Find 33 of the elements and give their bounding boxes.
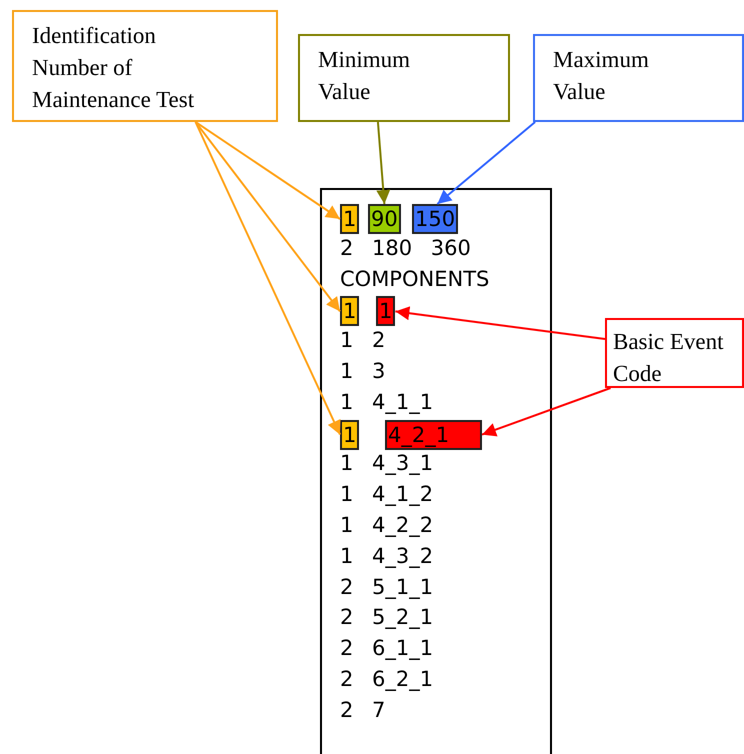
- arrow: [482, 387, 611, 436]
- listing-line: 1 4_2_2: [340, 512, 434, 538]
- listing-line: 2 5_2_1: [340, 604, 434, 630]
- highlighted-value: 1: [376, 296, 396, 326]
- arrow: [194, 121, 341, 220]
- arrow: [376, 122, 390, 204]
- arrow: [194, 122, 341, 436]
- listing-line: 1 4_1_1: [340, 388, 434, 415]
- listing-line: 2 6_1_1: [340, 635, 434, 662]
- highlighted-value: 150: [412, 204, 458, 234]
- listing-line: 2 180 360: [340, 234, 471, 261]
- highlighted-value: 90: [368, 204, 401, 234]
- highlighted-value: 1: [340, 296, 360, 326]
- listing-line: 2 6_2_1: [340, 666, 434, 692]
- listing-line: 2 7: [340, 696, 386, 723]
- callout-label: Maximum Value: [533, 34, 744, 122]
- callout-label: Basic Event Code: [605, 318, 744, 388]
- callout-label: Identification Number of Maintenance Test: [12, 10, 278, 122]
- arrow: [194, 121, 341, 312]
- arrow: [395, 306, 606, 340]
- callout-label: Minimum Value: [298, 34, 510, 122]
- highlighted-value: 1: [340, 204, 360, 234]
- arrow: [436, 121, 536, 205]
- highlighted-value: 4_2_1: [385, 420, 482, 450]
- file-listing-panel: [320, 188, 552, 754]
- listing-line: 2 5_1_1: [340, 574, 434, 600]
- listing-line: 1 4_3_1: [340, 450, 434, 476]
- highlighted-value: 1: [340, 420, 360, 450]
- listing-line: 1 4_1_2: [340, 481, 434, 508]
- listing-line: 1 3: [340, 358, 386, 384]
- listing-line: 1 2: [340, 327, 386, 354]
- listing-line: COMPONENTS: [340, 266, 490, 292]
- listing-line: 1 4_3_2: [340, 542, 434, 569]
